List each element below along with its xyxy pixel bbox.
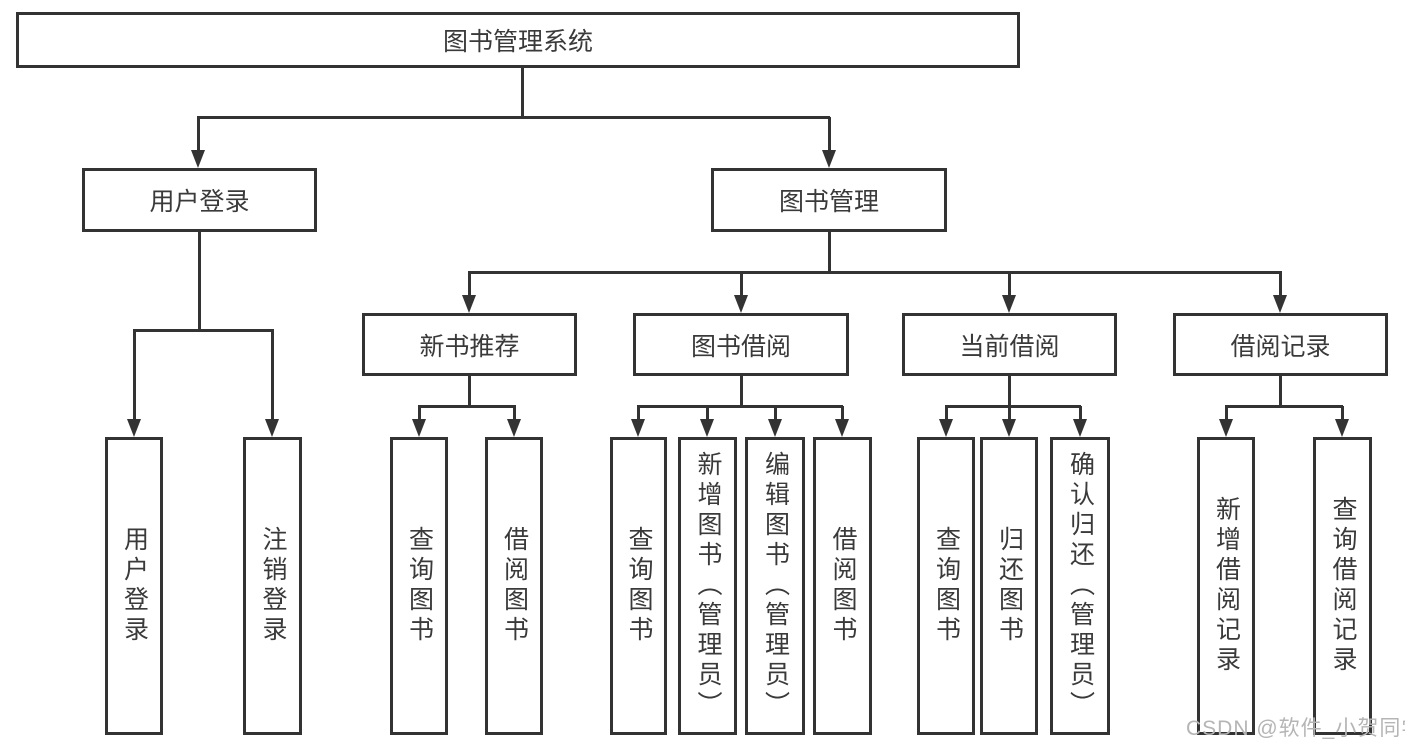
- arrowhead-icon: [734, 295, 748, 313]
- arrowhead-icon: [631, 419, 645, 437]
- node-root-library-system: 图书管理系统: [16, 12, 1020, 68]
- connector-arrow-line: [197, 117, 200, 156]
- connector-arrow-line: [1008, 272, 1011, 301]
- connector-login-stub: [198, 232, 201, 331]
- connector-arrow-line: [271, 330, 274, 425]
- connector-leaf-rail: [637, 405, 843, 408]
- node-borrow-records: 借阅记录: [1173, 313, 1388, 376]
- connector-arrow-line: [513, 406, 516, 425]
- node-label: 新增借阅记录: [1212, 496, 1241, 676]
- arrowhead-icon: [507, 419, 521, 437]
- connector-leaf-rail: [418, 405, 516, 408]
- node-label: 归还图书: [995, 526, 1024, 646]
- node-label: 查询图书: [405, 526, 434, 646]
- connector-leaf-rail: [1225, 405, 1343, 408]
- connector-arrow-line: [468, 272, 471, 301]
- node-book-management: 图书管理: [711, 168, 947, 232]
- connector-arrow-line: [828, 117, 831, 156]
- leaf-user-login: 用户登录: [105, 437, 163, 735]
- connector-arrow-line: [133, 330, 136, 425]
- node-label: 借阅图书: [829, 526, 857, 646]
- node-label: 当前借阅: [959, 332, 1060, 361]
- leaf-edit-books-admin: 编辑图书（管理员）: [745, 437, 805, 735]
- connector-mgmt-stub: [828, 232, 831, 273]
- arrowhead-icon: [191, 150, 205, 168]
- arrowhead-icon: [1073, 419, 1087, 437]
- leaf-add-borrow-record: 新增借阅记录: [1197, 437, 1255, 735]
- connector-level2-rail: [197, 116, 830, 119]
- node-label: 借阅图书: [500, 526, 529, 646]
- leaf-query-books-1: 查询图书: [390, 437, 448, 735]
- arrowhead-icon: [1335, 419, 1349, 437]
- leaf-query-books-3: 查询图书: [917, 437, 975, 735]
- node-label: 确认归还（管理员）: [1066, 451, 1095, 721]
- node-label: 查询图书: [932, 526, 961, 646]
- csdn-watermark: CSDN @软件_小贺同学: [1186, 717, 1405, 740]
- connector-leaf-rail: [945, 405, 1081, 408]
- leaf-return-books: 归还图书: [980, 437, 1038, 735]
- arrowhead-icon: [1002, 419, 1016, 437]
- connector-stub: [740, 376, 743, 408]
- arrowhead-icon: [768, 419, 782, 437]
- connector-arrow-line: [637, 406, 640, 425]
- leaf-query-borrow-record: 查询借阅记录: [1313, 437, 1372, 735]
- arrowhead-icon: [939, 419, 953, 437]
- leaf-logout: 注销登录: [243, 437, 302, 735]
- connector-level3-rail: [468, 271, 1282, 274]
- leaf-borrow-books-1: 借阅图书: [485, 437, 543, 735]
- connector-arrow-line: [1225, 406, 1228, 425]
- connector-stub: [1008, 376, 1011, 408]
- node-label: 新增图书（管理员）: [694, 451, 722, 721]
- connector-arrow-line: [418, 406, 421, 425]
- node-label: 借阅记录: [1230, 332, 1331, 361]
- leaf-borrow-books-2: 借阅图书: [813, 437, 872, 735]
- leaf-confirm-return-admin: 确认归还（管理员）: [1050, 437, 1110, 735]
- arrowhead-icon: [265, 419, 279, 437]
- node-label: 注销登录: [259, 526, 287, 646]
- connector-login-rail: [133, 329, 274, 332]
- node-label: 查询图书: [625, 526, 653, 646]
- arrowhead-icon: [700, 419, 714, 437]
- node-label: 图书管理系统: [442, 28, 593, 56]
- node-label: 图书管理: [778, 188, 879, 216]
- connector-stub: [1279, 376, 1282, 408]
- connector-arrow-line: [1079, 406, 1082, 425]
- connector-root-stub: [521, 68, 524, 118]
- leaf-add-books-admin: 新增图书（管理员）: [678, 437, 737, 735]
- node-label: 用户登录: [120, 526, 149, 646]
- node-new-book-recommend: 新书推荐: [362, 313, 577, 376]
- connector-arrow-line: [945, 406, 948, 425]
- arrowhead-icon: [412, 419, 426, 437]
- arrowhead-icon: [822, 150, 836, 168]
- node-current-borrow: 当前借阅: [902, 313, 1117, 376]
- connector-arrow-line: [1279, 272, 1282, 301]
- arrowhead-icon: [835, 419, 849, 437]
- node-label: 新书推荐: [419, 332, 520, 361]
- arrowhead-icon: [1219, 419, 1233, 437]
- node-label: 图书借阅: [690, 332, 791, 361]
- connector-arrow-line: [706, 406, 709, 425]
- connector-arrow-line: [841, 406, 844, 425]
- connector-arrow-line: [740, 272, 743, 301]
- node-label: 用户登录: [149, 188, 250, 216]
- arrowhead-icon: [462, 295, 476, 313]
- node-label: 编辑图书（管理员）: [761, 451, 790, 721]
- arrowhead-icon: [1002, 295, 1016, 313]
- leaf-query-books-2: 查询图书: [610, 437, 667, 735]
- node-user-login: 用户登录: [82, 168, 317, 232]
- arrowhead-icon: [1273, 295, 1287, 313]
- node-label: 查询借阅记录: [1329, 496, 1357, 676]
- connector-arrow-line: [774, 406, 777, 425]
- connector-arrow-line: [1341, 406, 1344, 425]
- node-book-borrow: 图书借阅: [633, 313, 849, 376]
- connector-arrow-line: [1008, 406, 1011, 425]
- arrowhead-icon: [127, 419, 141, 437]
- connector-stub: [468, 376, 471, 408]
